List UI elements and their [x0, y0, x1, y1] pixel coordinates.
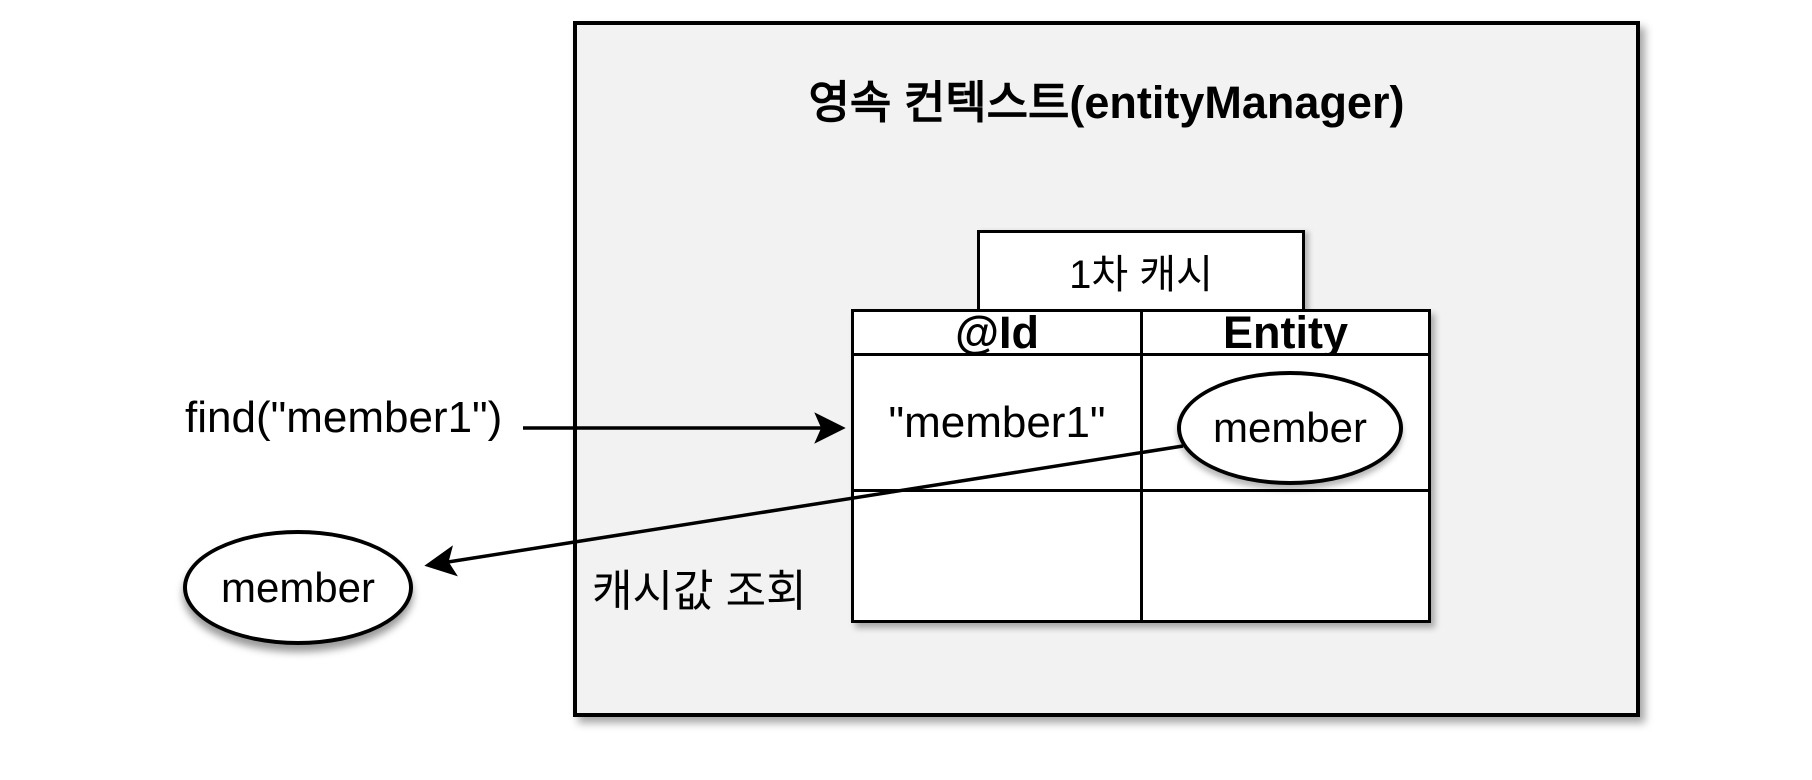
table-header-id: @Id: [854, 307, 1143, 358]
table-header-entity: Entity: [1143, 307, 1428, 358]
returned-member-label: member: [220, 563, 376, 611]
find-call-label: find("member1"): [185, 393, 503, 442]
returned-member-ellipse: member: [183, 530, 413, 645]
first-level-cache-box: 1차 캐시: [977, 230, 1305, 312]
table-cell-row2-id: [854, 492, 1143, 620]
persistence-context-title: 영속 컨텍스트(entityManager): [808, 77, 1405, 128]
cached-member-entity-ellipse: member: [1177, 371, 1403, 485]
table-cell-row1-id: "member1": [854, 356, 1143, 492]
first-level-cache-label: 1차 캐시: [1069, 253, 1213, 297]
cached-member-entity-label: member: [1212, 404, 1368, 451]
cache-lookup-label: 캐시값 조회: [592, 567, 807, 616]
table-cell-row2-entity: [1143, 492, 1428, 620]
